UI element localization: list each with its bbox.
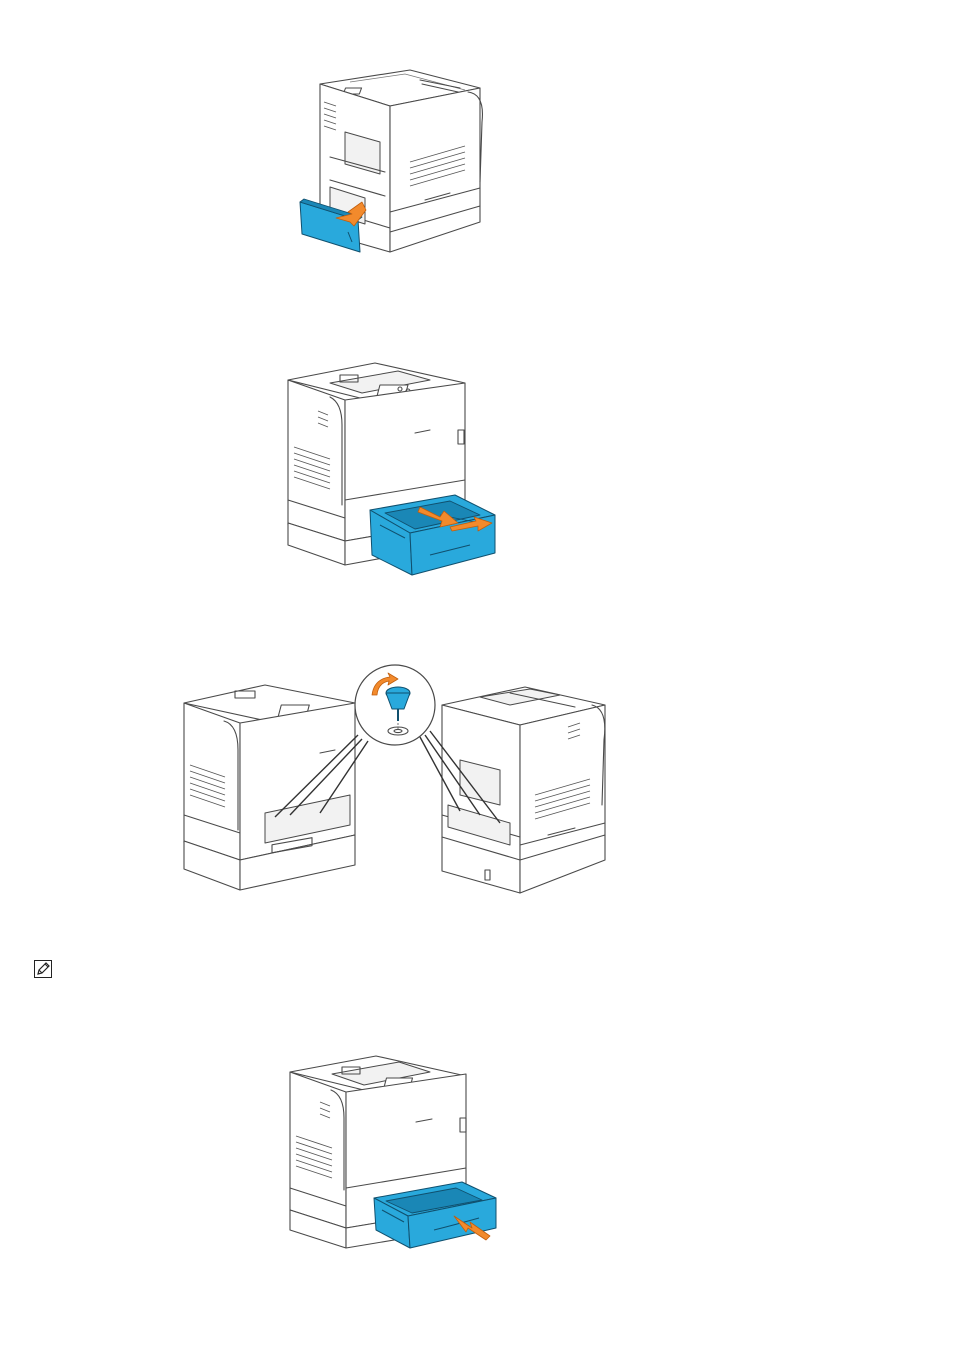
- figure-remove-rear-cover: [290, 62, 500, 257]
- note-pencil-icon: [34, 960, 52, 978]
- printer-rear-cover-removal-illustration: [290, 62, 500, 257]
- printer-screw-location-illustration: [180, 665, 610, 900]
- printer-tray-pull-out-illustration: [280, 355, 505, 575]
- figure-screw-locations: [180, 665, 610, 900]
- figure-insert-tray: [284, 1050, 504, 1250]
- printer-tray-insert-illustration: [284, 1050, 504, 1250]
- figure-pull-out-tray: [280, 355, 505, 575]
